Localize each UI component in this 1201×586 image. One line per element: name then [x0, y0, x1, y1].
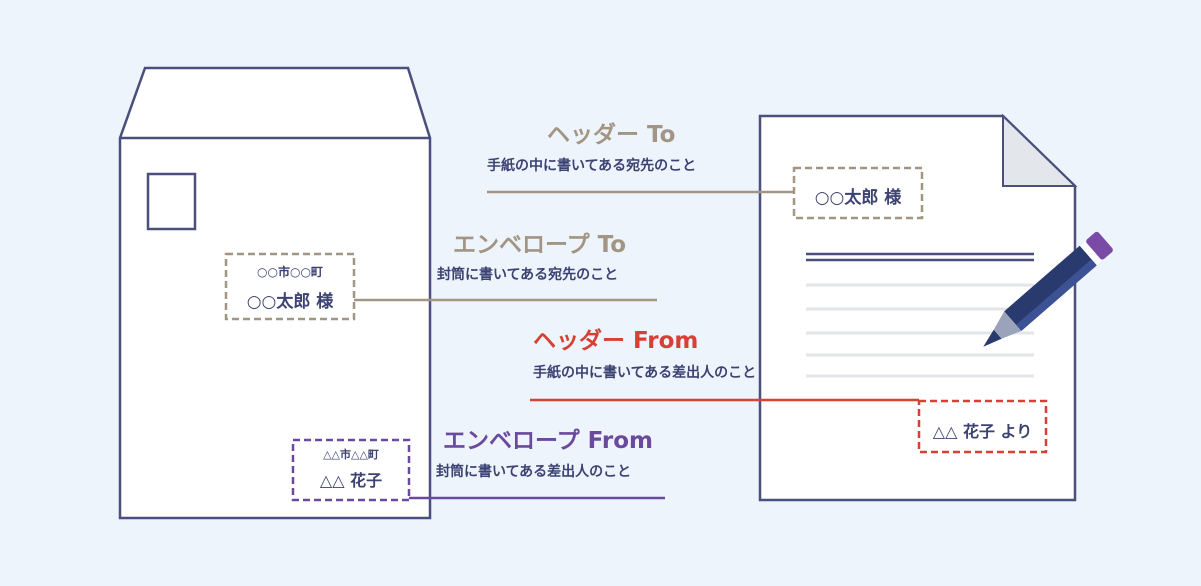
- envelope-sender-address: △△市△△町: [323, 448, 379, 461]
- letter-corner-fold: [1002, 113, 1078, 187]
- envelope: [118, 66, 432, 520]
- envelope-from-description: 封筒に書いてある差出人のこと: [436, 464, 632, 480]
- envelope-sender-name: △△ 花子: [319, 471, 383, 490]
- pencil-icon: [983, 231, 1113, 347]
- envelope-from-title: エンベロープ From: [443, 428, 653, 454]
- envelope-from-box: [291, 438, 411, 502]
- letter-sender: △△ 花子 より: [932, 422, 1033, 441]
- envelope-address-line: ○○市○○町: [257, 265, 323, 279]
- stamp-area: [146, 172, 197, 231]
- envelope-to-title: エンベロープ To: [453, 232, 627, 258]
- letter-recipient: ○○太郎 様: [814, 188, 902, 208]
- header-from-title: ヘッダー From: [533, 328, 699, 354]
- header-from-description: 手紙の中に書いてある差出人のこと: [533, 365, 757, 381]
- envelope-recipient: ○○太郎 様: [246, 292, 334, 312]
- header-to-description: 手紙の中に書いてある宛先のこと: [487, 158, 697, 174]
- envelope-to-description: 封筒に書いてある宛先のこと: [437, 267, 619, 283]
- header-to-title: ヘッダー To: [547, 122, 676, 148]
- envelope-to-box: [224, 252, 356, 321]
- header-from-box: [917, 399, 1048, 454]
